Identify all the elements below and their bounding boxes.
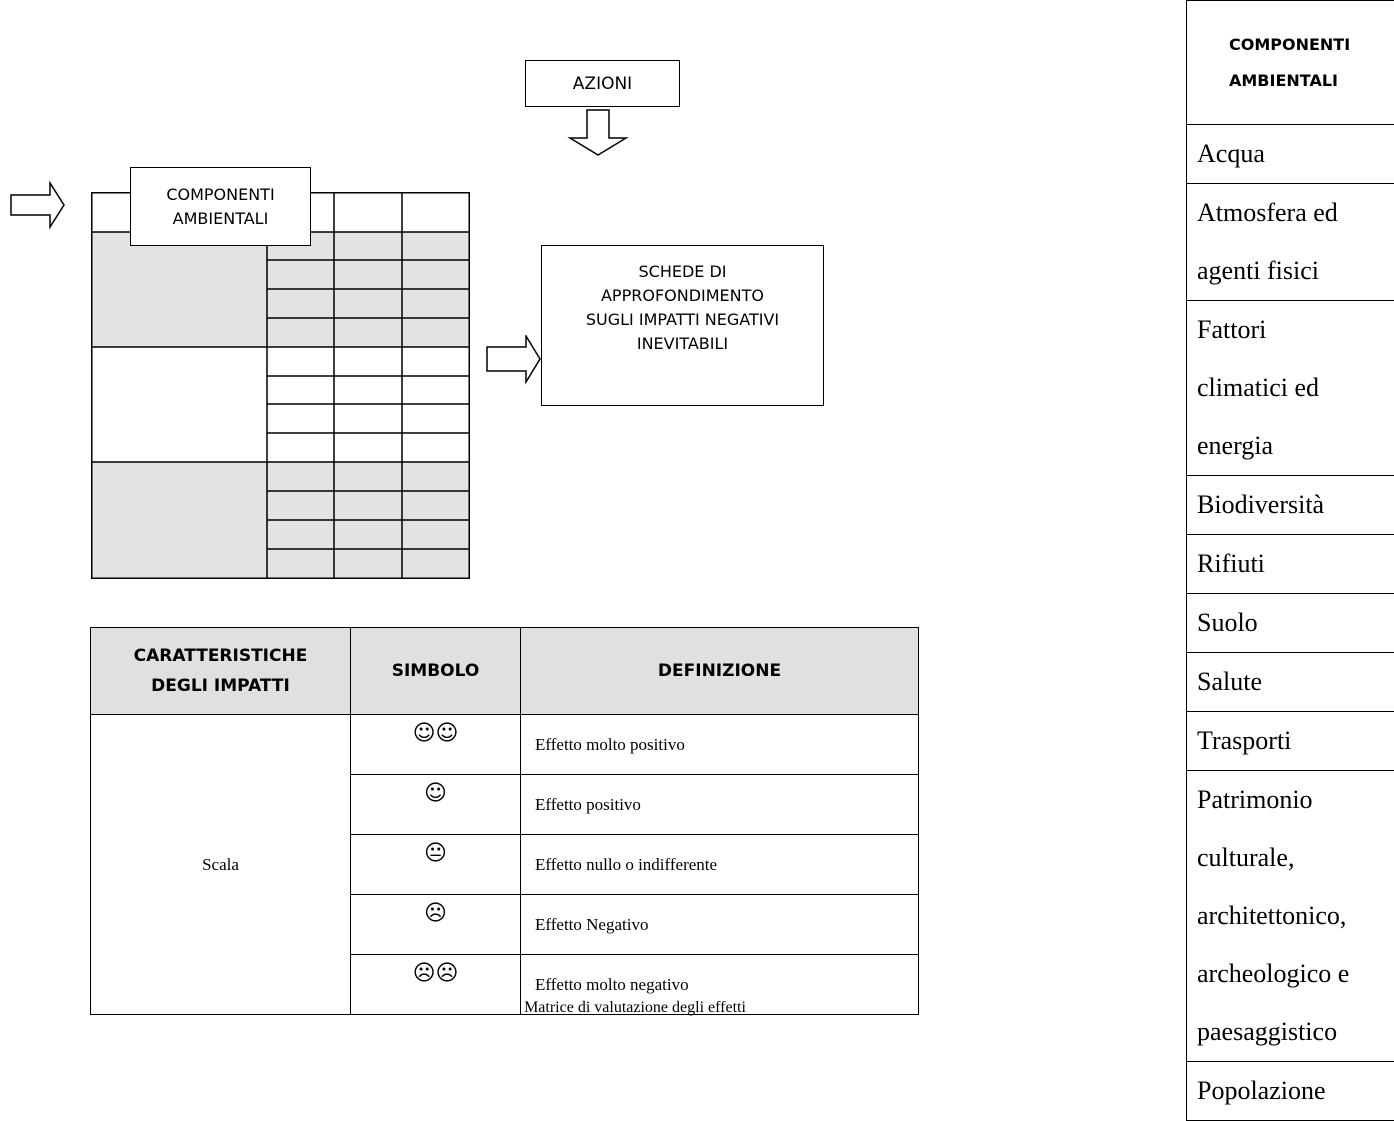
component-line: Biodiversità [1197,476,1394,534]
header-caratteristiche-line-2: DEGLI IMPATTI [91,671,350,701]
negative-symbol-icon: ☹ [351,895,521,955]
component-cell: Trasporti [1187,712,1394,771]
positive-symbol-icon: ☺ [351,775,521,835]
schede-approfondimento-box: SCHEDE DI APPROFONDIMENTO SUGLI IMPATTI … [541,245,824,406]
component-cell: Acqua [1187,125,1394,184]
definition-cell: Effetto molto positivo [521,715,919,775]
impact-matrix [91,192,470,579]
component-cell: Salute [1187,653,1394,712]
header-simbolo: SIMBOLO [351,628,521,715]
component-row: Biodiversità [1187,476,1394,535]
component-line: Atmosfera ed [1197,184,1394,242]
component-line: culturale, [1197,829,1394,887]
right-arrow-icon [486,335,542,385]
azioni-label: AZIONI [573,74,632,94]
header-caratteristiche: CARATTERISTICHE DEGLI IMPATTI [91,628,351,715]
scale-cell: Scala [91,715,351,1015]
input-arrow-icon [10,180,68,230]
schede-line-1: SCHEDE DI [586,260,779,284]
component-row: Popolazione [1187,1062,1394,1121]
component-line: Patrimonio [1197,771,1394,829]
components-header-line-2: AMBIENTALI [1229,63,1394,99]
component-line: Suolo [1197,594,1394,652]
component-cell: Biodiversità [1187,476,1394,535]
definition-cell: Effetto positivo [521,775,919,835]
component-line: climatici ed [1197,359,1394,417]
table-caption: Matrice di valutazione degli effetti [300,999,970,1017]
component-line: Rifiuti [1197,535,1394,593]
component-cell: Popolazione [1187,1062,1394,1121]
down-arrow-icon [566,108,630,158]
component-line: Trasporti [1197,712,1394,770]
component-line: Salute [1197,653,1394,711]
legend-table: CARATTERISTICHE DEGLI IMPATTI SIMBOLO DE… [90,627,919,1015]
component-line: energia [1197,417,1394,475]
component-line: architettonico, [1197,887,1394,945]
component-line: Fattori [1197,301,1394,359]
components-header: COMPONENTI AMBIENTALI [1187,1,1394,125]
azioni-box: AZIONI [525,60,680,107]
schede-line-3: SUGLI IMPATTI NEGATIVI [586,308,779,332]
componenti-ambientali-box: COMPONENTI AMBIENTALI [130,167,311,246]
components-header-line-1: COMPONENTI [1229,27,1394,63]
component-line: paesaggistico [1197,1003,1394,1061]
neutral-symbol-icon: 😐 [351,835,521,895]
component-line: Acqua [1197,125,1394,183]
schede-line-4: INEVITABILI [586,332,779,356]
component-line: archeologico e [1197,945,1394,1003]
header-caratteristiche-line-1: CARATTERISTICHE [91,641,350,671]
component-cell: Rifiuti [1187,535,1394,594]
legend-row: Scala ☺☺ Effetto molto positivo [91,715,919,775]
very-positive-symbol-icon: ☺☺ [351,715,521,775]
component-row: Salute [1187,653,1394,712]
component-row: Acqua [1187,125,1394,184]
definition-cell: Effetto Negativo [521,895,919,955]
schede-line-2: APPROFONDIMENTO [586,284,779,308]
component-row: Suolo [1187,594,1394,653]
header-definizione: DEFINIZIONE [521,628,919,715]
component-row: Rifiuti [1187,535,1394,594]
component-line: agenti fisici [1197,242,1394,300]
componenti-line-2: AMBIENTALI [131,207,310,231]
component-row: Trasporti [1187,712,1394,771]
componenti-line-1: COMPONENTI [131,183,310,207]
component-cell: Suolo [1187,594,1394,653]
definition-cell: Effetto nullo o indifferente [521,835,919,895]
component-line: Popolazione [1197,1062,1394,1120]
